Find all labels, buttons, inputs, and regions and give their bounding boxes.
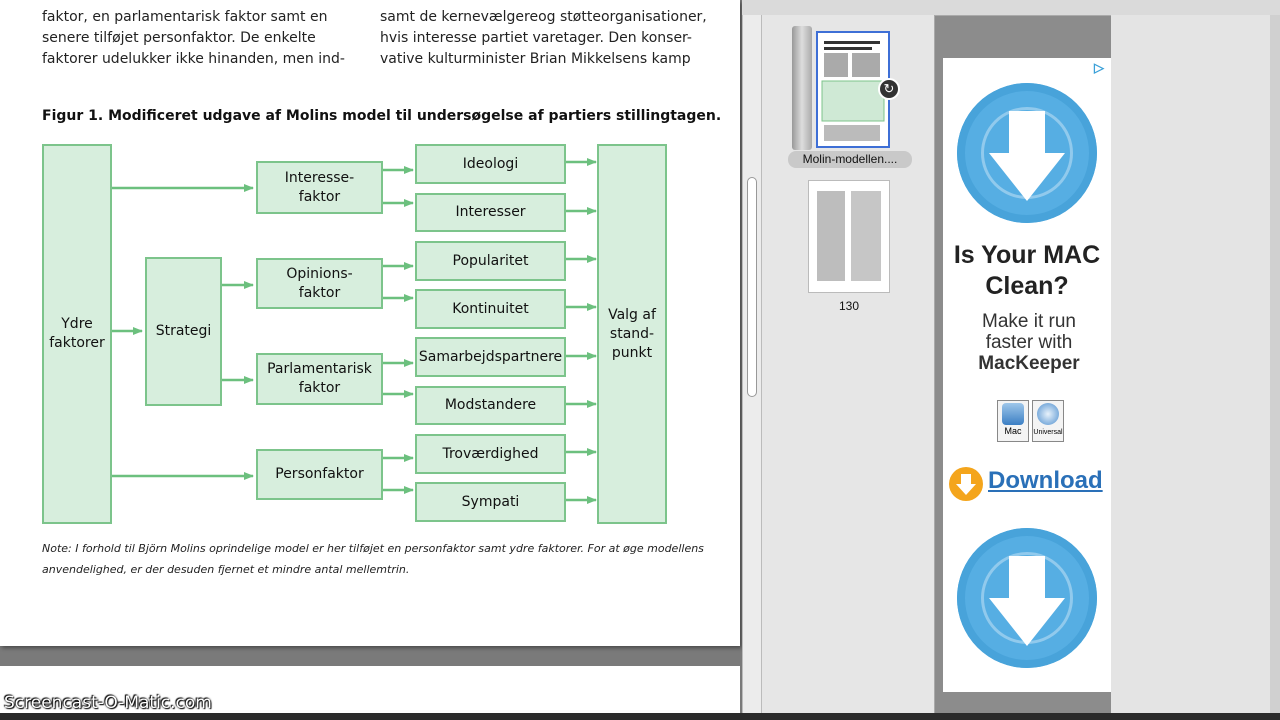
- note-line: Note: I forhold til Björn Molins oprinde…: [42, 542, 704, 555]
- ad-headline: Is Your MAC Clean?: [943, 240, 1111, 302]
- ad-sub-line: Make it run: [982, 311, 1076, 332]
- text-line: vative kulturminister Brian Mikkelsens k…: [380, 51, 691, 67]
- ad-headline-line: Clean?: [985, 272, 1069, 300]
- scrollbar-thumb[interactable]: [747, 177, 757, 397]
- viewer-scrollbar[interactable]: [742, 15, 762, 715]
- ad-brand: MacKeeper: [978, 353, 1080, 374]
- watermark: Screencast-O-Matic.com: [4, 693, 212, 713]
- badge-label: Universal: [1033, 429, 1063, 436]
- thumbnail-label-2: 130: [838, 299, 860, 313]
- box-ydre-faktorer: Ydre faktorer: [42, 144, 112, 524]
- box-ideologi: Ideologi: [415, 144, 566, 184]
- mac-badge: Mac: [997, 400, 1029, 442]
- ad-sub-line: faster with: [985, 332, 1073, 353]
- text-line: faktorer udelukker ikke hinanden, men in…: [42, 51, 345, 67]
- box-opinionsfaktor: Opinions- faktor: [256, 258, 383, 309]
- ad-headline-line: Is Your MAC: [953, 241, 1101, 269]
- finder-icon: [1002, 403, 1024, 425]
- text-line: faktor, en parlamentarisk faktor samt en: [42, 9, 328, 25]
- box-trovaerdighed: Troværdighed: [415, 434, 566, 474]
- document-page: faktor, en parlamentarisk faktor samt en…: [0, 0, 740, 646]
- box-interesser: Interesser: [415, 193, 566, 232]
- note-line: anvendelighed, er der desuden fjernet et…: [42, 563, 410, 576]
- diagram-arrows: [111, 158, 597, 504]
- text-line: senere tilføjet personfaktor. De enkelte: [42, 30, 316, 46]
- thumbnail-preview: [817, 191, 881, 281]
- box-samarbejdspartnere: Samarbejdspartnere: [415, 337, 566, 377]
- download-arrow-icon[interactable]: [957, 83, 1097, 223]
- text-line: samt de kernevælgereog støtteorganisatio…: [380, 9, 707, 25]
- badge-label: Mac: [1004, 426, 1022, 436]
- box-popularitet: Popularitet: [415, 241, 566, 281]
- thumbnail-stack-spine: [792, 26, 812, 150]
- next-document-page: [0, 666, 740, 720]
- figure-note: Note: I forhold til Björn Molins oprinde…: [42, 538, 704, 580]
- ad-choices-icon[interactable]: ▷: [1094, 60, 1104, 75]
- left-text-column: faktor, en parlamentarisk faktor samt en…: [42, 7, 345, 70]
- right-text-column: samt de kernevælgereog støtteorganisatio…: [380, 7, 707, 70]
- universal-badge: Universal: [1032, 400, 1064, 442]
- rotate-icon[interactable]: ↻: [878, 78, 900, 100]
- thumbnail-page-2[interactable]: [808, 180, 890, 293]
- box-personfaktor: Personfaktor: [256, 449, 383, 500]
- box-parlamentarisk-faktor: Parlamentarisk faktor: [256, 353, 383, 405]
- box-modstandere: Modstandere: [415, 386, 566, 425]
- thumbnail-preview: [821, 41, 885, 141]
- universal-icon: [1037, 403, 1059, 425]
- right-panel: [1111, 15, 1270, 715]
- box-valg-af-standpunkt: Valg af stand- punkt: [597, 144, 667, 524]
- box-kontinuitet: Kontinuitet: [415, 289, 566, 329]
- box-sympati: Sympati: [415, 482, 566, 522]
- box-strategi: Strategi: [145, 257, 222, 406]
- text-line: hvis interesse partiet varetager. Den ko…: [380, 30, 692, 46]
- ad-subtext: Make it run faster with MacKeeper: [943, 311, 1115, 374]
- download-arrow-icon[interactable]: [957, 528, 1097, 668]
- thumbnail-page-1[interactable]: [816, 31, 890, 148]
- page-scrollbar[interactable]: [1270, 15, 1280, 715]
- figure-caption: Figur 1. Modificeret udgave af Molins mo…: [42, 108, 722, 124]
- document-viewer[interactable]: faktor, en parlamentarisk faktor samt en…: [0, 0, 742, 720]
- download-circle-icon[interactable]: [949, 467, 983, 501]
- window-top-bar: [742, 0, 1280, 16]
- bottom-bar: [0, 713, 1280, 720]
- thumbnail-label-1[interactable]: Molin-modellen....: [788, 151, 912, 168]
- download-link[interactable]: Download: [988, 467, 1103, 494]
- box-interessefaktor: Interesse- faktor: [256, 161, 383, 214]
